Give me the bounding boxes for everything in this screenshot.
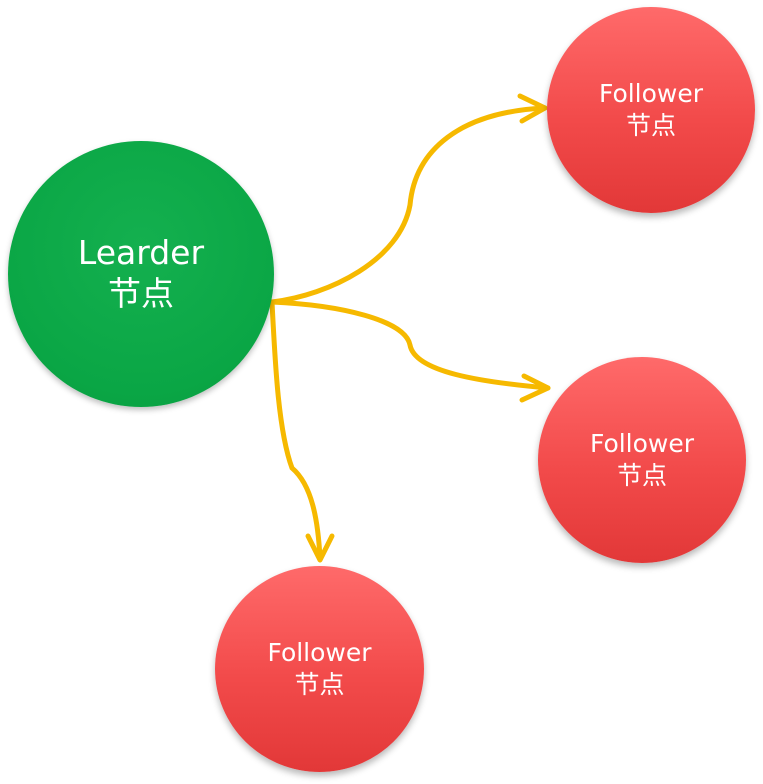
leader-title: Learder [77,233,205,272]
follower-node-2: Follower 节点 [538,357,746,563]
follower-3-title: Follower [267,637,372,667]
arrow-to-follower-1 [269,105,548,305]
leader-subtitle: 节点 [108,274,174,313]
follower-1-subtitle: 节点 [625,110,676,140]
arrow-to-follower-2 [269,299,551,391]
follower-2-subtitle: 节点 [616,460,667,490]
follower-3-subtitle: 节点 [294,669,345,699]
leader-node: Learder 节点 [8,141,274,407]
arrowhead-follower-2 [519,373,551,403]
follower-1-title: Follower [598,78,704,108]
arrowhead-follower-1 [517,93,548,124]
follower-2-title: Follower [589,428,695,458]
follower-node-3: Follower 节点 [215,566,424,772]
arrowhead-follower-3 [305,533,335,563]
arrow-to-follower-3 [269,299,323,561]
follower-node-1: Follower 节点 [547,7,755,213]
